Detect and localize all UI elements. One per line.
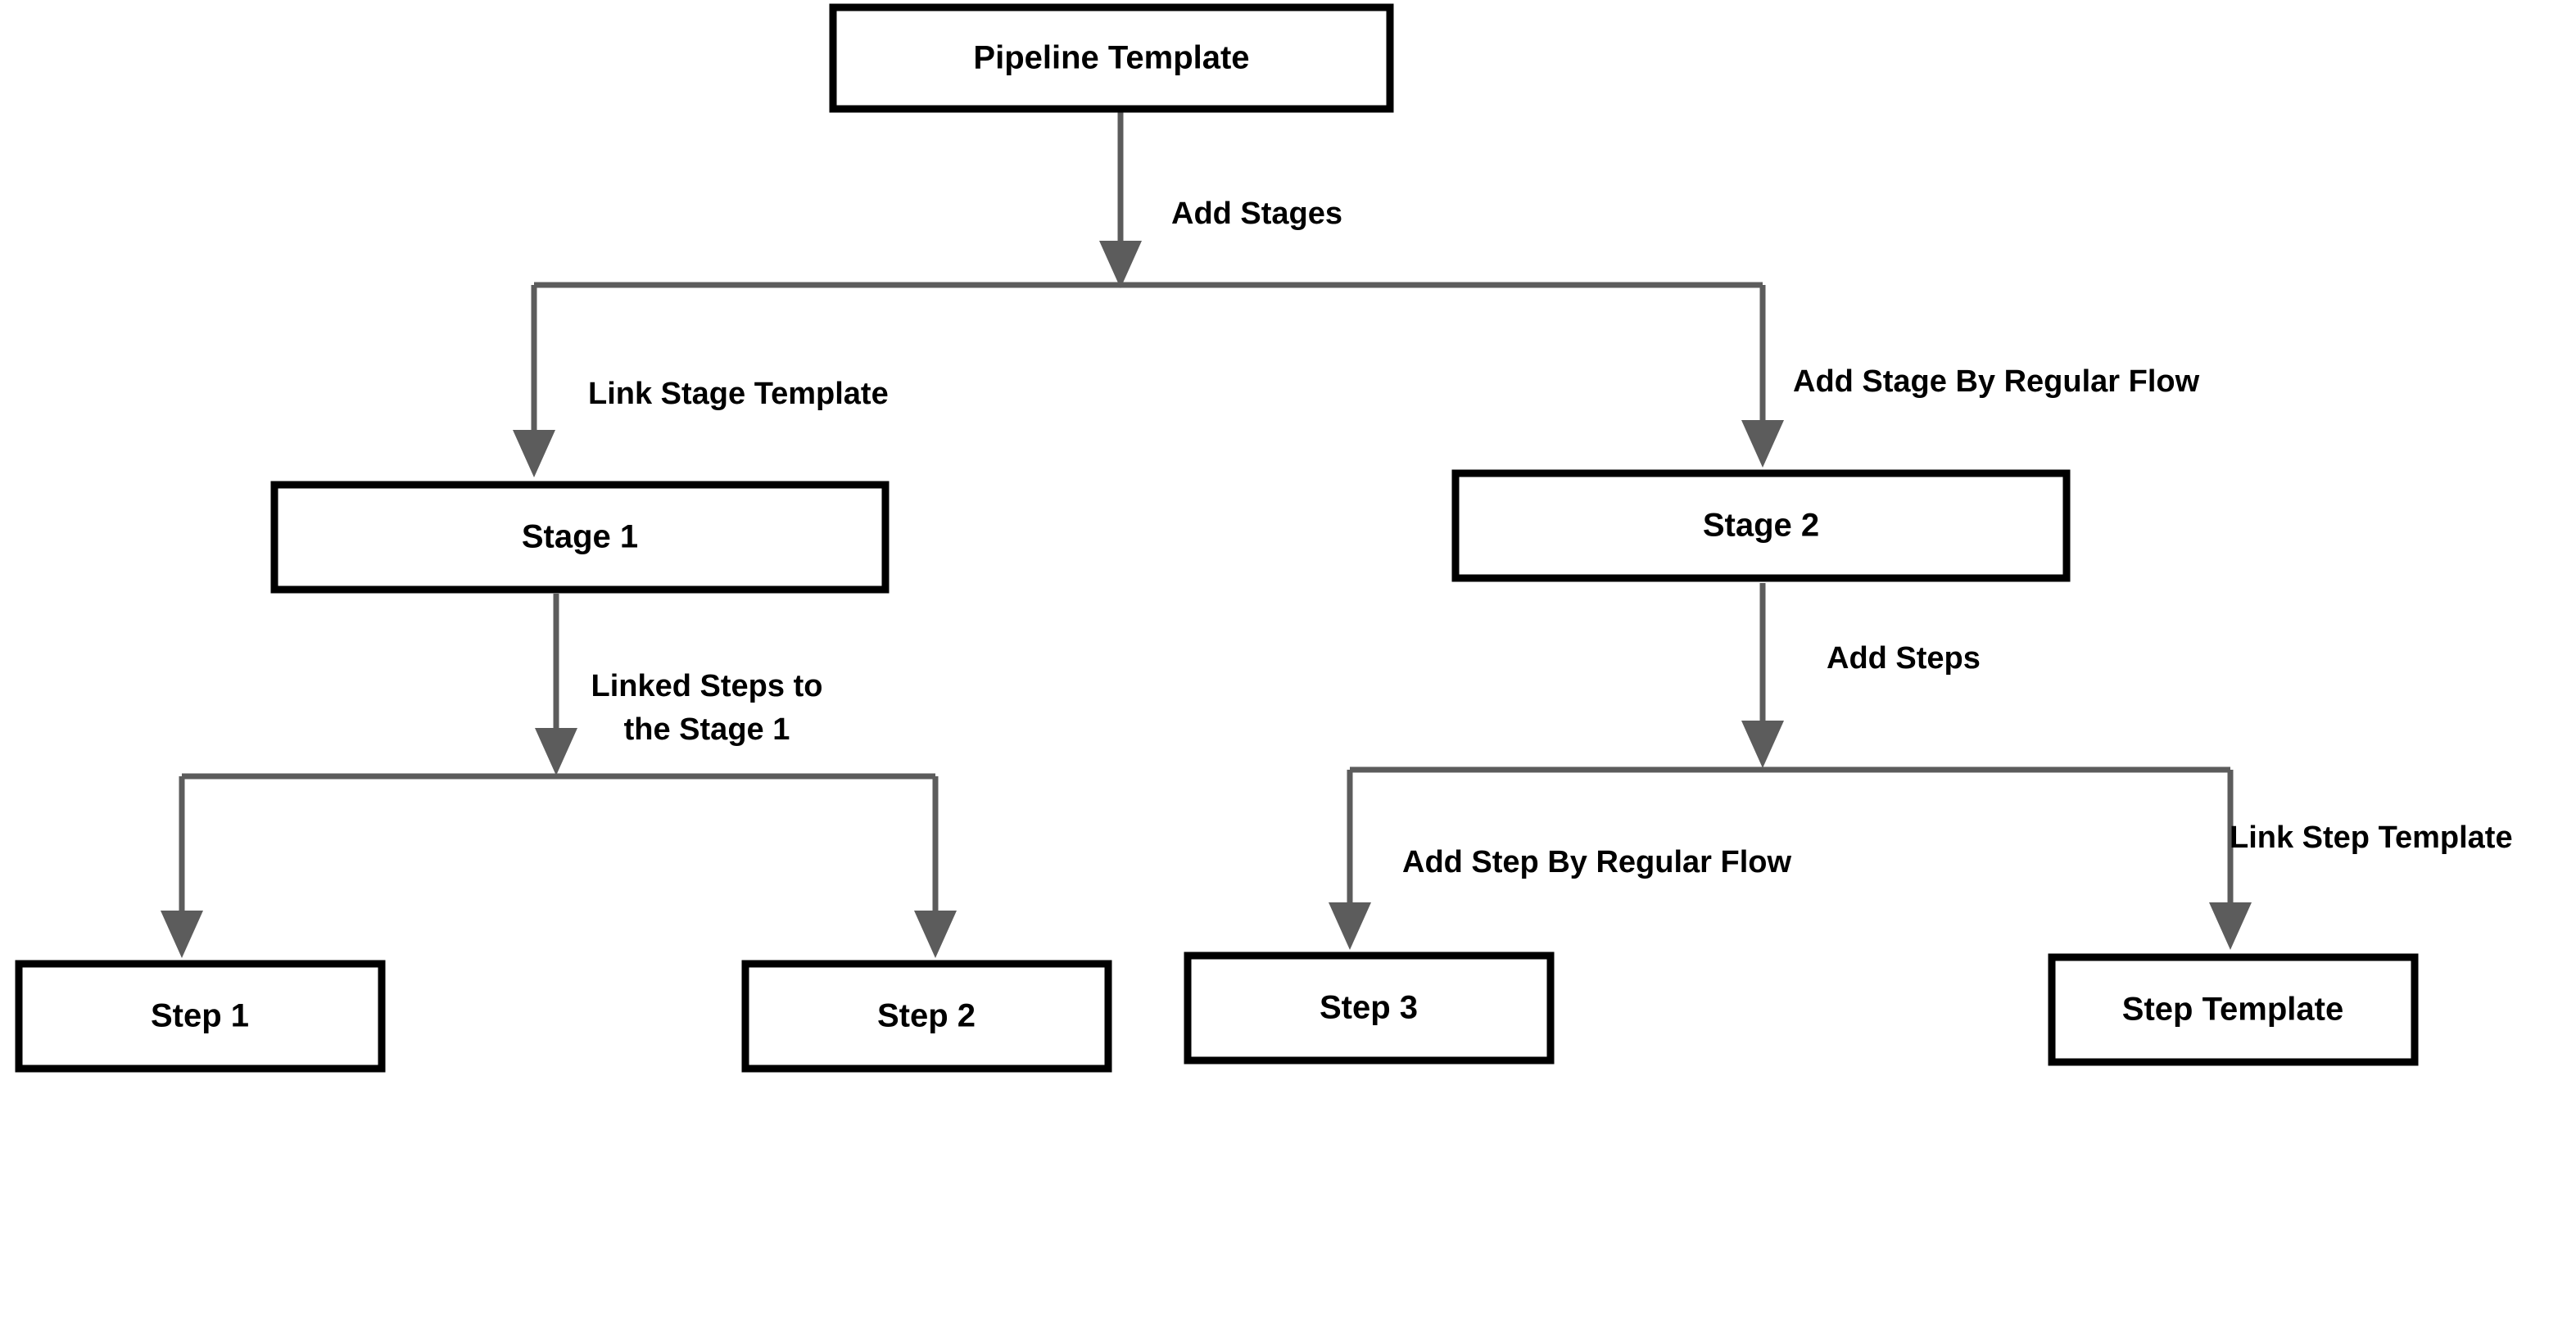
node-stage-1-label: Stage 1 <box>522 519 638 555</box>
edge-step1-arrowhead <box>161 911 203 958</box>
node-step-3-box[interactable] <box>1184 952 1555 1065</box>
edge-label-linked-steps-line2: the Stage 1 <box>624 712 790 747</box>
edge-link-step-template-arrowhead <box>2209 902 2252 950</box>
edge-add-stage-regular-arrowhead <box>1741 420 1784 468</box>
edge-label-add-stage-regular: Add Stage By Regular Flow <box>1793 364 2200 399</box>
node-step-2-label: Step 2 <box>877 998 976 1034</box>
stage-bus <box>513 282 1784 477</box>
node-pipeline-template[interactable]: Pipeline Template <box>829 3 1394 113</box>
node-step-template[interactable]: Step Template <box>2048 953 2419 1066</box>
stage1-step-bus <box>161 773 957 958</box>
stage2-step-bus <box>1329 766 2252 950</box>
node-stage-2[interactable]: Stage 2 <box>1451 469 2071 582</box>
node-step-template-label: Step Template <box>2122 992 2343 1028</box>
edge-label-linked-steps-line1: Linked Steps to <box>591 669 823 703</box>
node-pipeline-template-box[interactable] <box>829 3 1394 113</box>
edge-label-add-step-regular: Add Step By Regular Flow <box>1402 845 1791 879</box>
node-step-1-label: Step 1 <box>151 998 249 1034</box>
node-step-1[interactable]: Step 1 <box>15 960 386 1073</box>
node-step-3-label: Step 3 <box>1320 990 1418 1026</box>
edge-label-linked-steps: Linked Steps to the Stage 1 <box>591 669 823 747</box>
edge-label-add-stages: Add Stages <box>1171 197 1342 231</box>
node-stage-1-box[interactable] <box>270 481 890 594</box>
edge-link-stage-template-arrowhead <box>513 430 555 477</box>
edge-linked-steps <box>535 594 577 775</box>
node-pipeline-template-label: Pipeline Template <box>973 40 1249 76</box>
node-step-2[interactable]: Step 2 <box>741 960 1112 1073</box>
edge-add-steps <box>1741 583 1784 768</box>
node-stage-2-box[interactable] <box>1451 469 2071 582</box>
node-stage-1[interactable]: Stage 1 <box>270 481 890 594</box>
edge-add-step-regular-arrowhead <box>1329 902 1371 950</box>
edge-add-stages-arrowhead <box>1099 241 1142 288</box>
node-step-1-box[interactable] <box>15 960 386 1073</box>
node-stage-2-label: Stage 2 <box>1703 508 1819 544</box>
edge-label-link-step-template: Link Step Template <box>2230 820 2513 855</box>
edge-label-add-steps: Add Steps <box>1827 641 1981 676</box>
edge-linked-steps-arrowhead <box>535 728 577 775</box>
node-step-3[interactable]: Step 3 <box>1184 952 1555 1065</box>
node-step-2-box[interactable] <box>741 960 1112 1073</box>
edge-add-stages <box>1099 112 1142 288</box>
edge-add-steps-arrowhead <box>1741 721 1784 768</box>
node-step-template-box[interactable] <box>2048 953 2419 1066</box>
edge-label-link-stage-template: Link Stage Template <box>588 377 889 411</box>
edge-step2-arrowhead <box>914 911 957 958</box>
